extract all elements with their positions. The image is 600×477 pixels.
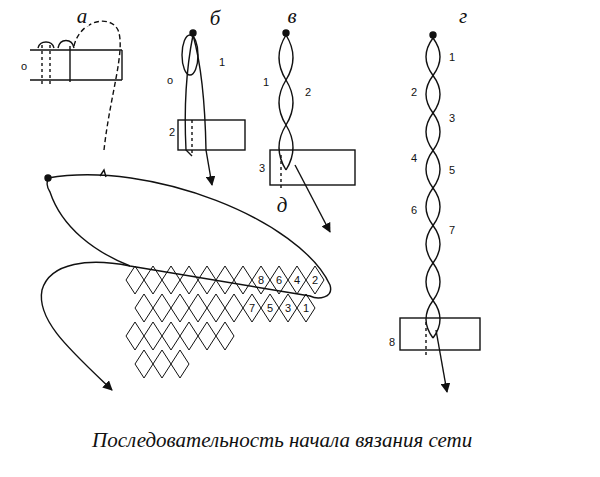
callout-number: 7 [248,303,256,314]
callout-number: о [166,75,174,86]
callout-number: 2 [410,87,418,98]
mesh-cell [144,322,162,350]
callout-number: 4 [293,275,301,286]
callout-number: 1 [448,52,456,63]
cord [185,35,193,156]
mesh-cell [216,266,234,294]
mesh-cell [252,266,270,294]
callout-number: о [20,61,28,72]
callout-number: 1 [262,77,270,88]
callout-number: 6 [410,205,418,216]
mesh-cell [126,266,144,294]
mesh-cell [135,294,153,322]
twisted-cord [279,35,440,338]
mesh-cell [153,350,171,378]
cord [42,45,50,86]
mesh-cell [279,294,297,322]
mesh-cell [297,294,315,322]
cord-loop [47,175,331,298]
mesh-cell [306,266,324,294]
callout-number: 3 [448,113,456,124]
figure-letter: а [76,6,89,27]
cord-strand [426,38,440,338]
callout-number: 2 [168,127,176,138]
callout-number: 4 [410,153,418,164]
mesh-cell [126,322,144,350]
cord [41,262,130,390]
callout-number: 3 [284,303,292,314]
mesh-gauge [178,120,245,150]
mesh-cell [198,266,216,294]
knot [430,32,436,38]
figure-caption: Последовательность начала вязания сети [92,428,472,453]
mesh-cell [180,322,198,350]
mesh-cell [288,266,306,294]
callout-number: 3 [258,163,266,174]
callout-number: 7 [448,225,456,236]
cord [191,120,192,156]
mesh-cell [144,266,162,294]
figure-letter: в [286,6,297,27]
mesh-cell [207,294,225,322]
callout-number: 2 [311,275,319,286]
mesh-cell [171,294,189,322]
mesh-gauge [270,150,355,185]
mesh-cell [189,294,207,322]
callout-number: 8 [257,275,265,286]
mesh-cell [162,266,180,294]
callout-number: 1 [218,57,226,68]
mesh-cell [225,294,243,322]
callout-number: 6 [275,275,283,286]
mesh-cell [198,322,216,350]
mesh-cell [243,294,261,322]
mesh-gauge [30,50,122,80]
cord-strand [279,35,293,170]
cord-loop [38,41,74,83]
mesh-cell [162,322,180,350]
cord [193,35,212,185]
callout-number: 2 [304,87,312,98]
figure-letter: д [276,195,289,216]
net-mesh [126,266,324,378]
figure-letter: г [458,6,468,27]
callout-number: 8 [388,337,396,348]
mesh-cell [180,266,198,294]
cord-strand [426,38,440,338]
mesh-cell [216,322,234,350]
mesh-cell [234,266,252,294]
mesh-cell [261,294,279,322]
callout-number: 5 [448,165,456,176]
cord [436,330,447,392]
figure-letter: б [209,8,222,29]
callout-number: 1 [302,303,310,314]
callout-number: 5 [266,303,274,314]
cord [295,165,330,232]
mesh-cell [270,266,288,294]
mesh-cell [153,294,171,322]
cord [74,21,120,150]
mesh-cell [171,350,189,378]
cord-strand [279,35,293,170]
mesh-cell [135,350,153,378]
